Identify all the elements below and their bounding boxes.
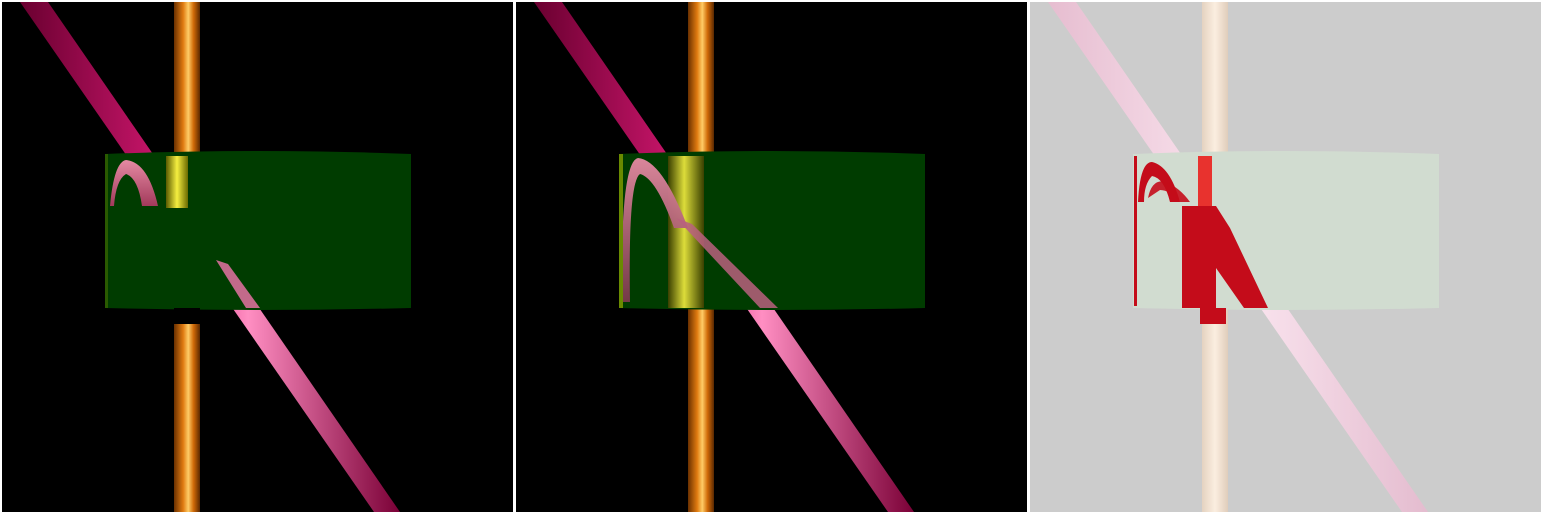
- pink-tube-overlap: [676, 218, 778, 308]
- ring-edge: [619, 154, 623, 308]
- green-ring: [619, 151, 925, 310]
- ring-edge: [105, 154, 108, 308]
- render-canvas-left: [2, 2, 513, 512]
- diff-main: [1182, 206, 1268, 308]
- rod-gap: [174, 308, 200, 324]
- pink-tube-overlap: [216, 260, 260, 308]
- pink-arc: [110, 160, 158, 206]
- diff-arc-inner: [1148, 181, 1190, 202]
- diff-rod-gap: [1200, 308, 1226, 324]
- render-canvas-middle: [516, 2, 1027, 512]
- render-view-right: [1030, 2, 1541, 512]
- render-view-middle: [516, 2, 1027, 512]
- render-view-left: [2, 2, 513, 512]
- pink-arc: [621, 158, 688, 302]
- green-ring: [105, 151, 411, 310]
- gold-highlight: [166, 156, 188, 208]
- diff-edge: [1134, 156, 1137, 306]
- green-ring-faded: [1133, 151, 1439, 310]
- diff-rod: [1198, 156, 1212, 208]
- render-canvas-right: [1030, 2, 1541, 512]
